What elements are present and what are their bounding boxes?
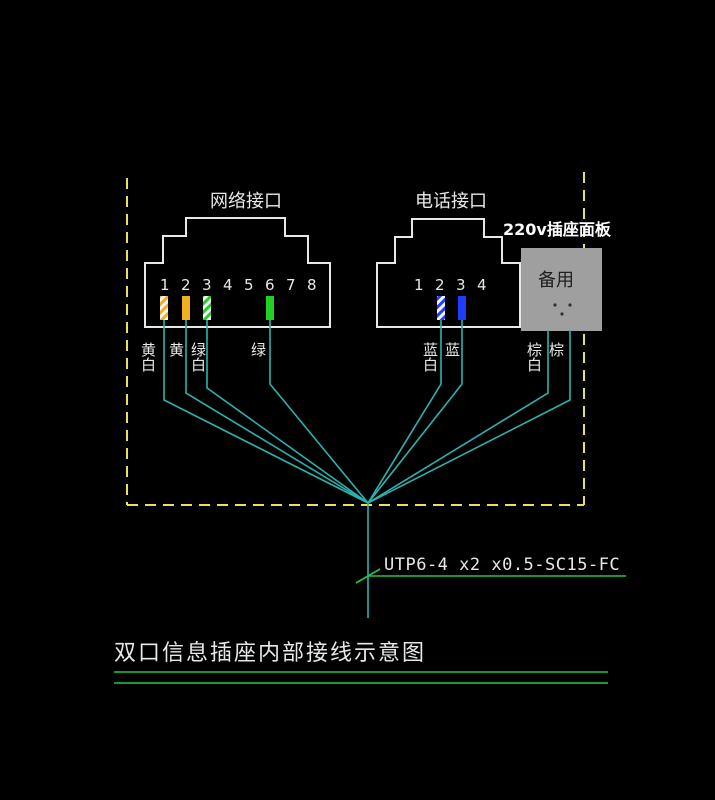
wire-brown-white: [367, 330, 549, 504]
network-pin-number: 7: [286, 276, 296, 294]
cable-spec-label: UTP6-4 x2 x0.5-SC15-FC: [384, 555, 620, 575]
socket-panel-spare-label: 备用: [538, 270, 574, 291]
wire-labels: 黄白 黄 绿白 绿 蓝白 蓝 棕白 棕: [139, 342, 565, 372]
socket-panel: [521, 248, 602, 331]
wires: [163, 320, 571, 618]
wire-3: [206, 320, 369, 504]
network-pin-number: 6: [265, 276, 275, 294]
wire-label-green: 绿: [249, 342, 267, 357]
pin1-yellow-white-contact: [160, 296, 168, 320]
pin3-green-white-contact: [203, 296, 211, 320]
wire-label-yellow: 黄: [167, 342, 185, 357]
network-pin-numbers: 1 2 3 4 5 6 7 8: [160, 276, 317, 294]
network-pin-number: 5: [244, 276, 254, 294]
wire-1: [163, 320, 369, 504]
phone-jack-title: 电话接口: [415, 191, 487, 212]
socket-panel-shade: [521, 248, 602, 331]
wire-label-brown-white: 棕白: [525, 342, 543, 372]
wire-label-green-white: 绿白: [189, 342, 207, 372]
phone-jack-outline: [376, 218, 521, 328]
phone-pin-number: 3: [456, 276, 466, 294]
network-pin-number: 3: [202, 276, 212, 294]
diagram-title: 双口信息插座内部接线示意图: [114, 641, 426, 666]
wire-label-blue: 蓝: [443, 342, 461, 357]
wire-label-yellow-white: 黄白: [139, 342, 157, 372]
phone-pin3-blue-contact: [458, 296, 466, 320]
wire-2: [185, 320, 369, 504]
pin2-yellow-contact: [182, 296, 190, 320]
network-pin-number: 2: [181, 276, 191, 294]
wire-6: [269, 320, 369, 504]
wire-brown: [367, 330, 571, 504]
phone-pin-numbers: 1 2 3 4: [414, 276, 487, 294]
phone-pin2-blue-white-contact: [437, 296, 445, 320]
socket-hole-bottom: [560, 312, 564, 316]
network-jack-title: 网络接口: [210, 191, 282, 212]
wire-phone-2: [367, 320, 442, 504]
wire-label-brown: 棕: [547, 342, 565, 357]
phone-pin-number: 1: [414, 276, 424, 294]
pin6-green-contact: [266, 296, 274, 320]
phone-pin-number: 2: [435, 276, 445, 294]
cable-spec-tick: [355, 568, 381, 584]
socket-hole-left: [553, 303, 557, 307]
network-pin-number: 4: [223, 276, 233, 294]
outer-frame: [126, 172, 585, 506]
network-jack-outline: [144, 217, 331, 328]
network-pin-number: 8: [307, 276, 317, 294]
wire-label-blue-white: 蓝白: [421, 342, 439, 372]
socket-hole-right: [568, 303, 572, 307]
phone-pin-number: 4: [477, 276, 487, 294]
network-pin-number: 1: [160, 276, 170, 294]
wire-phone-3: [367, 320, 463, 504]
socket-panel-overlay-label: 220v插座面板: [503, 220, 612, 239]
